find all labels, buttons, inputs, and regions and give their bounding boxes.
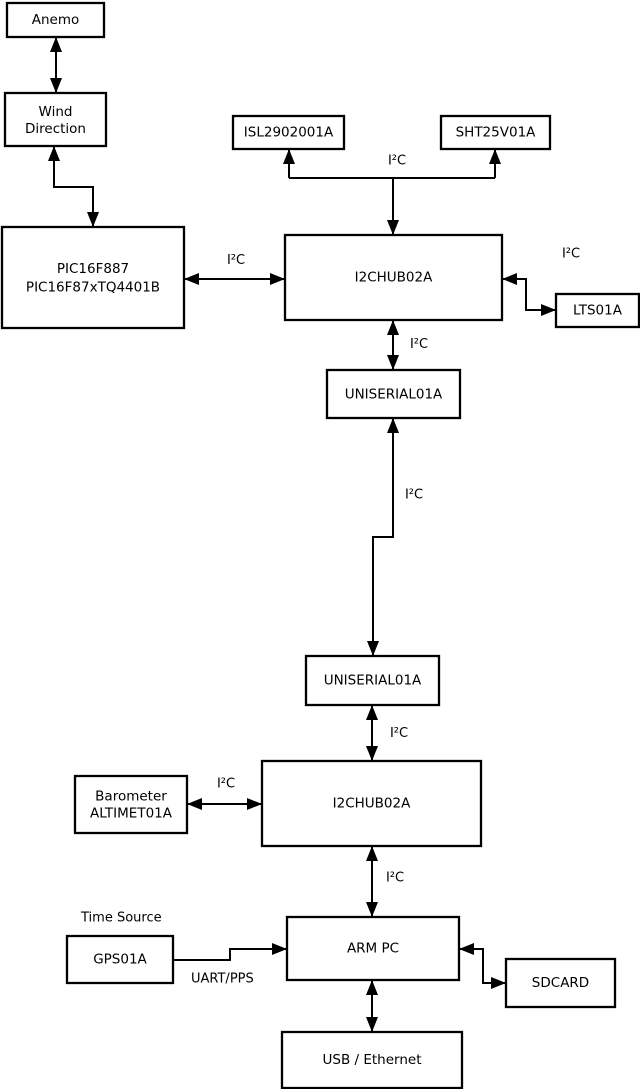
node-i2c-hub-top-label: I2CHUB02A — [355, 270, 433, 286]
edge-label-i2c-pic-hub: I²C — [227, 253, 245, 268]
edge-label-i2c-hub2-armpc: I²C — [386, 871, 404, 886]
node-usb-ethernet-label: USB / Ethernet — [323, 1052, 422, 1068]
edge-label-i2c-barometer-hub2: I²C — [217, 777, 235, 792]
node-anemo — [5, 1, 106, 39]
edge-label-i2c-uniserial-hub2: I²C — [390, 726, 408, 741]
node-wind-direction — [3, 91, 108, 148]
node-isl2902001a — [231, 114, 346, 151]
node-wind-direction-label-line2: Direction — [25, 121, 86, 137]
edge-uniserial-top-uniserial-bottom — [367, 418, 399, 656]
node-isl2902001a-label: ISL2902001A — [244, 125, 334, 141]
node-sdcard — [504, 957, 617, 1009]
node-sht25v01a — [439, 114, 552, 151]
node-barometer-label-line2: ALTIMET01A — [90, 806, 173, 822]
node-anemo-label: Anemo — [32, 12, 80, 28]
node-pic-label-line1: PIC16F887 — [57, 261, 129, 277]
node-pic — [0, 225, 186, 330]
edge-label-uart-pps: UART/PPS — [191, 972, 254, 987]
edge-armpc-sdcard — [459, 943, 506, 989]
edge-hub-top-lts — [502, 273, 556, 316]
node-uniserial-top — [325, 368, 462, 420]
edge-wind-direction-pic — [48, 146, 99, 227]
node-i2c-hub-top — [283, 233, 504, 322]
node-pic-label-line2: PIC16F87xTQ4401B — [26, 280, 160, 296]
edge-gps-armpc — [173, 943, 287, 961]
node-lts01a — [554, 292, 640, 329]
edge-label-time-source: Time Source — [80, 911, 162, 926]
node-arm-pc — [285, 915, 461, 982]
node-uniserial-bottom-label: UNISERIAL01A — [324, 673, 422, 689]
node-barometer-label-line1: Barometer — [95, 789, 167, 805]
edge-label-i2c-hub-uniserial: I²C — [410, 337, 428, 352]
node-usb-ethernet — [280, 1030, 464, 1089]
node-lts01a-label: LTS01A — [573, 303, 623, 319]
node-sht25v01a-label: SHT25V01A — [456, 125, 537, 141]
node-wind-direction-label-line1: Wind — [39, 104, 73, 120]
edge-label-i2c-sensor-branch: I²C — [388, 154, 406, 169]
node-uniserial-bottom — [304, 654, 441, 707]
edge-label-i2c-uniserial-link: I²C — [405, 488, 423, 503]
edge-label-i2c-hub-lts: I²C — [562, 247, 580, 262]
node-i2c-hub-bottom-label: I2CHUB02A — [333, 796, 411, 812]
node-barometer — [73, 774, 189, 835]
node-sdcard-label: SDCARD — [532, 975, 589, 991]
node-i2c-hub-bottom — [260, 759, 483, 848]
node-uniserial-top-label: UNISERIAL01A — [345, 387, 443, 403]
node-gps01a — [65, 934, 175, 985]
node-gps01a-label: GPS01A — [93, 952, 147, 968]
node-arm-pc-label: ARM PC — [347, 941, 399, 957]
